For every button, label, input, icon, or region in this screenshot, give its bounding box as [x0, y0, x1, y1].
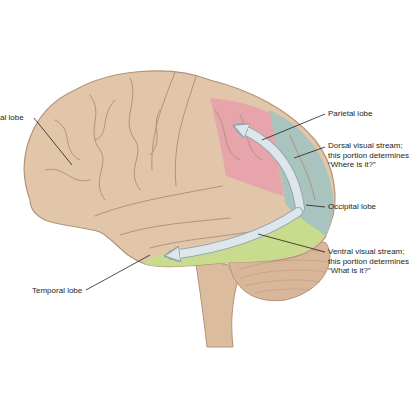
structure-label: Occipital lobe: [328, 202, 416, 212]
temporal-region: [145, 202, 327, 267]
leader-lines: [34, 114, 325, 290]
cerebrum: [24, 71, 335, 267]
structure-label: Ventral visual stream; this portion dete…: [328, 247, 416, 276]
structure-label: Parietal lobe: [328, 109, 416, 119]
structure-label: Dorsal visual stream; this portion deter…: [328, 141, 416, 170]
visual-stream-arrows: [172, 128, 300, 255]
structure-label: al lobe: [0, 113, 40, 123]
structure-label: Temporal lobe: [32, 286, 92, 296]
